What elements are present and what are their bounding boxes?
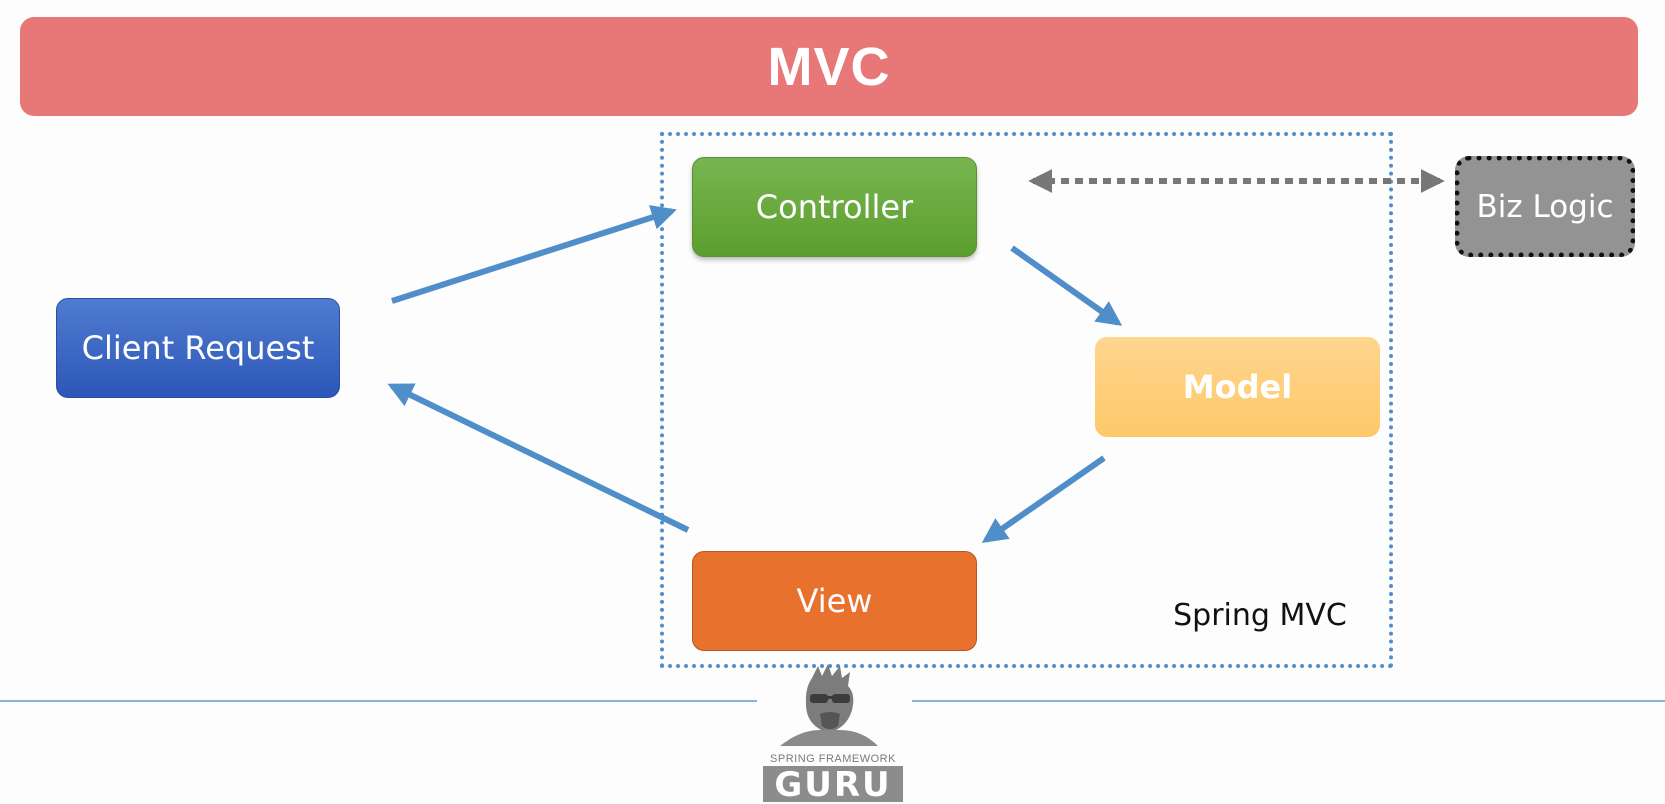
arrow-controller-to-model <box>1010 245 1123 326</box>
arrow-model-to-view <box>981 455 1106 543</box>
controller-node: Controller <box>692 157 977 257</box>
model-node: Model <box>1095 337 1380 437</box>
diagram-title: MVC <box>767 36 891 97</box>
spring-mvc-container <box>660 132 1393 668</box>
view-label: View <box>796 582 873 620</box>
logo-line1: SPRING FRAMEWORK <box>770 753 896 765</box>
guru-face-icon <box>780 664 878 746</box>
title-banner: MVC <box>20 17 1638 116</box>
footer-divider-right <box>912 700 1665 702</box>
client-request-node: Client Request <box>56 298 340 398</box>
view-node: View <box>692 551 977 651</box>
logo-line2: GURU <box>774 765 891 804</box>
biz-logic-node: Biz Logic <box>1455 156 1635 257</box>
model-label: Model <box>1182 368 1293 406</box>
spring-mvc-label: Spring MVC <box>1173 598 1347 633</box>
logo-guru-plate <box>763 766 903 802</box>
footer-divider-left <box>0 700 757 702</box>
client-request-label: Client Request <box>81 329 315 367</box>
arrow-view-to-client <box>387 383 690 533</box>
biz-logic-label: Biz Logic <box>1476 188 1614 225</box>
spring-framework-guru-logo: SPRING FRAMEWORK GURU <box>763 664 903 804</box>
arrow-client-to-controller <box>391 205 677 304</box>
controller-label: Controller <box>755 188 914 226</box>
